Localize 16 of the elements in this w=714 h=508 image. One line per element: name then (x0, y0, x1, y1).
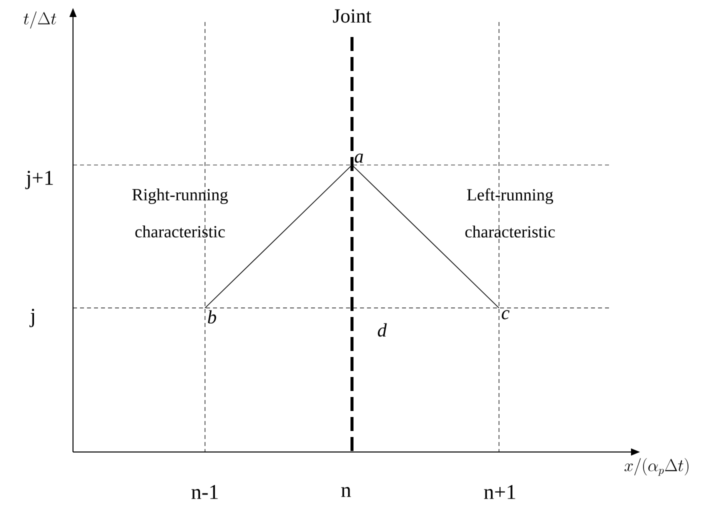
point-label: a (354, 154, 363, 163)
characteristic-line (204, 164, 352, 308)
characteristic-label: Right-running characteristic (132, 188, 228, 238)
axis-label: $x/(\alpha_{p}\Delta t)$ (624, 458, 688, 476)
tick-label: j (29, 308, 34, 328)
tick-label: n (341, 487, 351, 497)
tick-label: j+1 (25, 170, 53, 190)
characteristic-line (352, 164, 500, 308)
tick-label: n-1 (192, 485, 218, 499)
joint-label: Joint (332, 9, 372, 23)
axis-label: $t/\Delta t$ (24, 11, 56, 29)
point-label: b (208, 310, 216, 324)
point-label: c (502, 310, 510, 320)
point-label: d (378, 323, 387, 337)
characteristic-label: Left-running characteristic (465, 188, 555, 238)
tick-label: n+1 (484, 485, 516, 499)
